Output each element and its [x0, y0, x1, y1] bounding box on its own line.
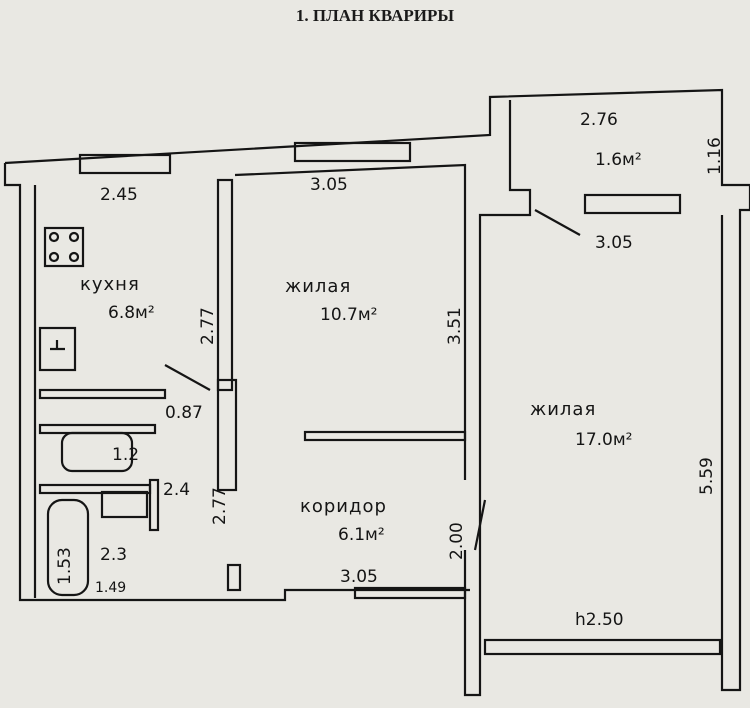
living1-name: жилая — [285, 276, 351, 297]
plan-title: 1. ПЛАН КВАРИРЫ — [295, 6, 455, 25]
bathtub-icon — [46, 498, 90, 597]
corridor-depth: 2.77 — [210, 487, 230, 525]
living1-area: 10.7м² — [320, 305, 378, 325]
fixtures — [38, 209, 581, 597]
living2-width: 3.05 — [595, 233, 633, 253]
corridor-door: 2.00 — [447, 522, 467, 560]
toilet-area: 1.2 — [112, 445, 139, 465]
washbasin-icon — [100, 490, 149, 519]
living2-name: жилая — [530, 399, 596, 420]
living1-depth: 3.51 — [445, 307, 465, 345]
corridor-area: 6.1м² — [338, 525, 385, 545]
pantry-width: 0.87 — [165, 403, 203, 423]
bathtub-length: 1.53 — [55, 547, 75, 585]
kitchen-width: 2.45 — [100, 185, 138, 205]
toilet-icon — [60, 431, 134, 473]
kitchen-area: 6.8м² — [108, 303, 155, 323]
living1-width: 3.05 — [310, 175, 348, 195]
sink-icon — [38, 326, 77, 372]
kitchen-name: кухня — [80, 274, 140, 295]
bath-area: 2.3 — [100, 545, 127, 565]
bath-width: 1.49 — [95, 580, 126, 596]
kitchen-depth: 2.77 — [198, 307, 218, 345]
corridor-name: коридор — [300, 496, 387, 517]
bath-depth: 2.4 — [163, 480, 190, 500]
walls — [3, 88, 750, 697]
ceiling-height: h2.50 — [575, 610, 624, 630]
living2-depth: 5.59 — [697, 457, 717, 495]
balcony-depth: 1.16 — [705, 137, 725, 175]
balcony-area: 1.6м² — [595, 150, 642, 170]
corridor-width: 3.05 — [340, 567, 378, 587]
balcony-width: 2.76 — [580, 110, 618, 130]
stove-icon — [43, 226, 85, 268]
living2-area: 17.0м² — [575, 430, 633, 450]
